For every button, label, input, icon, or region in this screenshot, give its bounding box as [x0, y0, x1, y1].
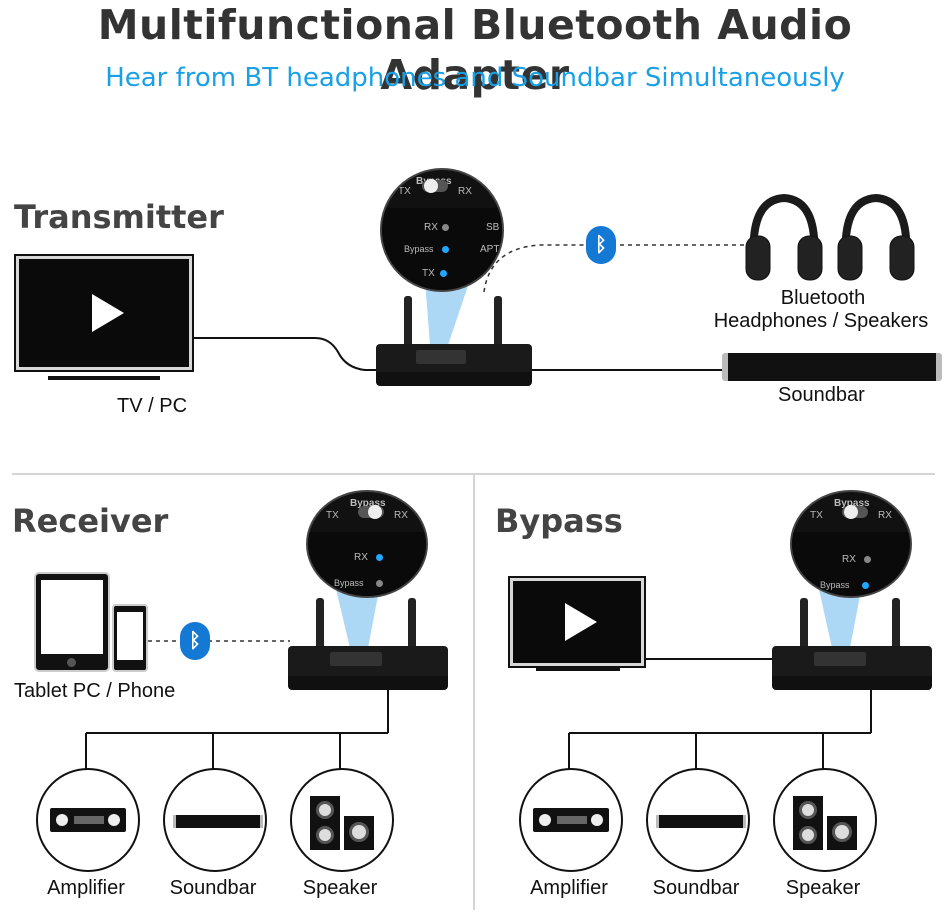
- transmitter-panel-zoom: Bypass TX RX RX SB Bypass APT TX: [380, 168, 504, 292]
- antenna-right: [892, 598, 900, 652]
- soundbar-label: Soundbar: [778, 384, 865, 406]
- mode-switch-knob: [844, 505, 858, 519]
- headphones-icon: [745, 193, 915, 281]
- tx-led: [440, 270, 447, 277]
- antenna-right: [408, 598, 416, 652]
- monitor-screen: [508, 576, 646, 668]
- receiver-output-label-soundbar: Soundbar: [169, 877, 257, 899]
- bluetooth-icon: ᛒ: [180, 622, 210, 660]
- tv-stand: [48, 376, 160, 380]
- play-icon: [565, 603, 597, 641]
- bypass-output-label-speaker: Speaker: [785, 877, 861, 899]
- soundbar-icon: [173, 815, 263, 828]
- tablet-icon: [34, 572, 110, 672]
- receiver-heading: Receiver: [12, 502, 169, 540]
- play-icon: [92, 294, 124, 332]
- transmitter-adapter: [376, 344, 532, 386]
- bypass-output-label-amplifier: Amplifier: [530, 877, 608, 899]
- receiver-output-label-speaker: Speaker: [302, 877, 378, 899]
- bypass-output-label-soundbar: Soundbar: [652, 877, 740, 899]
- receiver-panel-zoom: Bypass TX RX RX Bypass: [306, 490, 428, 598]
- headphones-label-line1: Bluetooth: [780, 287, 866, 309]
- tablet-phone-label: Tablet PC / Phone: [14, 680, 176, 702]
- tv-pc-label: TV / PC: [117, 395, 188, 417]
- bypass-adapter: [772, 646, 932, 690]
- speaker-circle: [290, 768, 394, 872]
- mode-switch-knob: [424, 179, 438, 193]
- antenna-left: [800, 598, 808, 652]
- soundbar-icon: [656, 815, 746, 828]
- transmitter-heading: Transmitter: [14, 198, 224, 236]
- bluetooth-icon: ᛒ: [586, 226, 616, 264]
- amplifier-icon: [533, 808, 609, 832]
- antenna-left: [316, 598, 324, 652]
- amplifier-icon: [50, 808, 126, 832]
- speaker-icon: [344, 816, 374, 850]
- antenna-left: [404, 296, 412, 348]
- rx-led: [442, 224, 449, 231]
- amplifier-circle: [36, 768, 140, 872]
- soundbar-circle: [646, 768, 750, 872]
- bypass-led: [442, 246, 449, 253]
- antenna-right: [494, 296, 502, 348]
- speaker-icon: [827, 816, 857, 850]
- mode-switch-knob: [368, 505, 382, 519]
- speaker-icon: [793, 796, 823, 850]
- speaker-icon: [310, 796, 340, 850]
- rx-led: [864, 556, 871, 563]
- phone-icon: [112, 604, 148, 672]
- amplifier-circle: [519, 768, 623, 872]
- bypass-panel-zoom: Bypass TX RX RX Bypass: [790, 490, 912, 598]
- soundbar-circle: [163, 768, 267, 872]
- bypass-led: [862, 582, 869, 589]
- rx-led: [376, 554, 383, 561]
- monitor-stand: [536, 668, 620, 671]
- page-title: Multifunctional Bluetooth Audio Adapter: [97, 1, 853, 99]
- receiver-adapter: [288, 646, 448, 690]
- soundbar-icon: [722, 353, 942, 381]
- bypass-led: [376, 580, 383, 587]
- headphones-label-line2: Headphones / Speakers: [713, 310, 929, 332]
- page-subtitle: Hear from BT headphones and Soundbar Sim…: [105, 63, 845, 93]
- bypass-heading: Bypass: [495, 502, 623, 540]
- tv-screen: [14, 254, 194, 372]
- speaker-circle: [773, 768, 877, 872]
- receiver-output-label-amplifier: Amplifier: [47, 877, 125, 899]
